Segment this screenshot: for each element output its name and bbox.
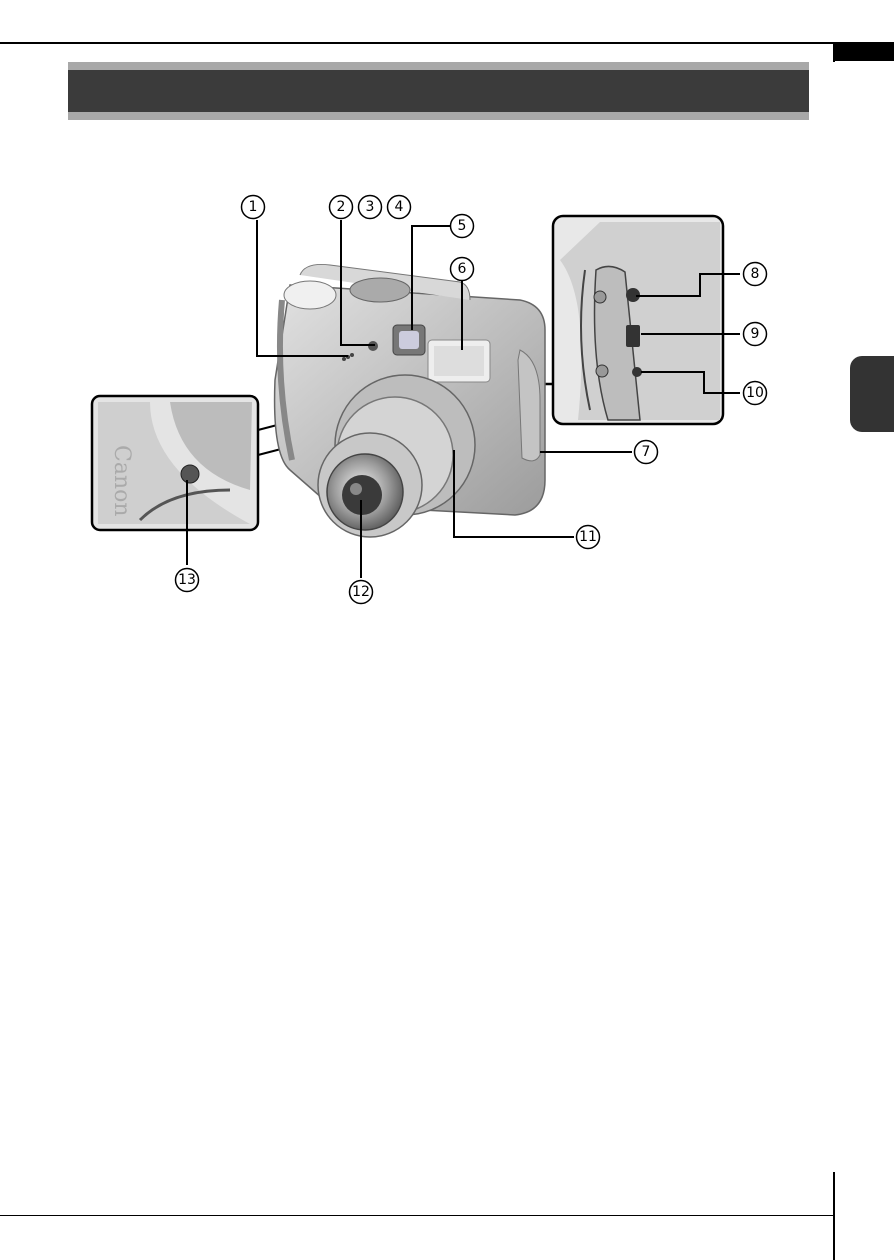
callout-5: 5 [451, 215, 474, 238]
callout-6: 6 [451, 258, 474, 281]
svg-text:13: 13 [178, 572, 196, 588]
svg-text:12: 12 [352, 584, 370, 600]
svg-text:10: 10 [746, 385, 764, 401]
camera-illustration [275, 264, 545, 537]
callout-4: 4 [388, 196, 411, 219]
callout-10: 10 [744, 382, 767, 405]
bottom-rule [0, 1215, 833, 1216]
bottom-vertical-rule [833, 1172, 835, 1260]
callout-9: 9 [744, 323, 767, 346]
svg-text:1: 1 [249, 199, 258, 215]
svg-text:2: 2 [337, 199, 346, 215]
svg-text:6: 6 [458, 261, 467, 277]
callout-11: 11 [577, 526, 600, 549]
svg-text:9: 9 [751, 326, 760, 342]
svg-text:3: 3 [366, 199, 375, 215]
callout-8: 8 [744, 263, 767, 286]
svg-text:5: 5 [458, 218, 467, 234]
connector-inset [535, 216, 723, 424]
callout-1: 1 [242, 196, 265, 219]
callout-7: 7 [635, 441, 658, 464]
callout-2: 2 [330, 196, 353, 219]
svg-text:11: 11 [579, 529, 597, 545]
callout-12: 12 [350, 581, 373, 604]
callout-3: 3 [359, 196, 382, 219]
logo-text: Canon [109, 445, 134, 517]
callout-13: 13 [176, 569, 199, 592]
svg-text:8: 8 [751, 266, 760, 282]
svg-text:7: 7 [642, 444, 651, 460]
svg-text:4: 4 [395, 199, 404, 215]
